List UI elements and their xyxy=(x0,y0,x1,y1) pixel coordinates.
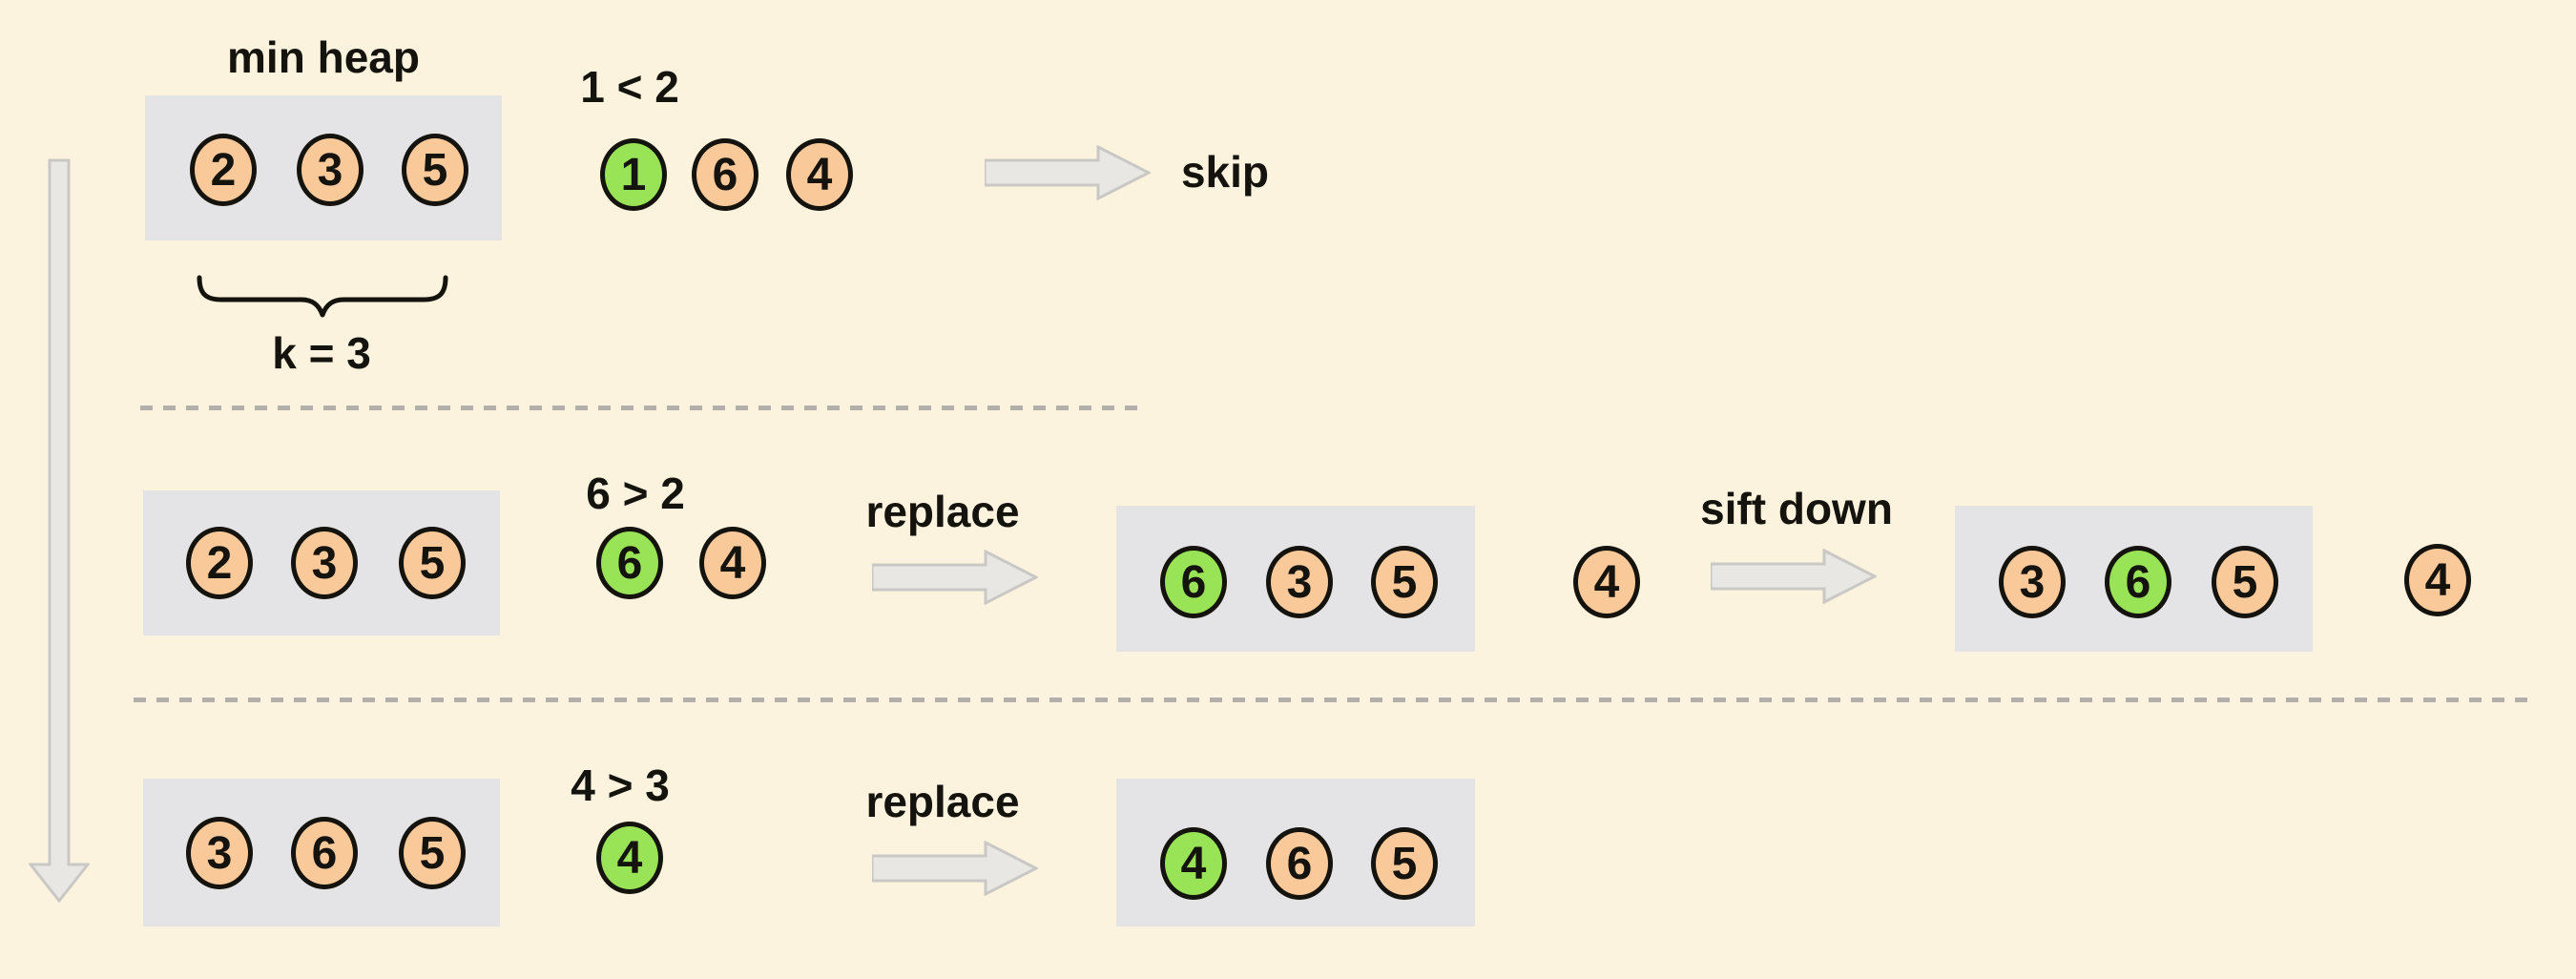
heap-node: 5 xyxy=(1371,827,1438,900)
k-value-label: k = 3 xyxy=(272,328,371,378)
heap-node: 6 xyxy=(1160,546,1227,618)
heap-node: 3 xyxy=(291,527,358,599)
incoming-node: 4 xyxy=(786,138,853,211)
action-label: sift down xyxy=(1700,484,1893,533)
heap-node: 6 xyxy=(291,817,358,889)
divider xyxy=(134,698,2534,702)
action-label: skip xyxy=(1180,147,1270,197)
heap-node: 3 xyxy=(297,134,364,206)
heap-node: 5 xyxy=(402,134,468,206)
heap-node: 4 xyxy=(1160,827,1227,900)
brace-icon xyxy=(197,275,448,318)
heap-node: 2 xyxy=(186,527,253,599)
incoming-node: 1 xyxy=(600,138,667,211)
comparison-label: 1 < 2 xyxy=(580,62,679,112)
remaining-node: 4 xyxy=(2404,544,2471,616)
heap-node: 6 xyxy=(2105,546,2171,618)
heap-node: 5 xyxy=(1371,546,1438,618)
heap-node: 3 xyxy=(1266,546,1333,618)
divider xyxy=(140,406,1141,410)
incoming-node: 4 xyxy=(699,527,766,599)
min-heap-label: min heap xyxy=(227,32,420,82)
heap-node: 5 xyxy=(399,817,466,889)
incoming-node: 6 xyxy=(692,138,758,211)
right-arrow-icon xyxy=(1711,549,1877,604)
right-arrow-icon xyxy=(985,145,1151,200)
heap-node: 3 xyxy=(186,817,253,889)
heap-node: 3 xyxy=(1999,546,2066,618)
action-label: replace xyxy=(865,777,1020,826)
incoming-node: 6 xyxy=(596,527,663,599)
comparison-label: 6 > 2 xyxy=(586,469,685,518)
heap-node: 6 xyxy=(1266,827,1333,900)
down-arrow-icon xyxy=(29,158,90,904)
comparison-label: 4 > 3 xyxy=(571,760,670,810)
heap-node: 5 xyxy=(2212,546,2278,618)
heap-node: 2 xyxy=(190,134,257,206)
heap-node: 5 xyxy=(399,527,466,599)
incoming-node: 4 xyxy=(596,822,663,894)
right-arrow-icon xyxy=(872,841,1038,896)
action-label: replace xyxy=(865,487,1020,536)
right-arrow-icon xyxy=(872,550,1038,605)
remaining-node: 4 xyxy=(1573,546,1640,618)
